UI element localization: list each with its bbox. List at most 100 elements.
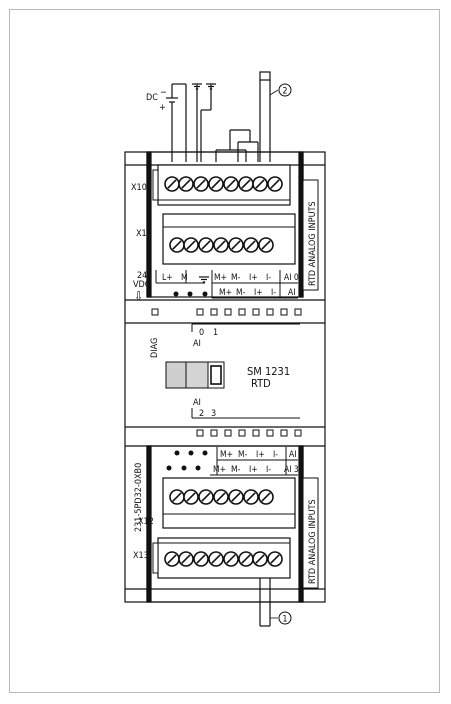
side-label-top: RTD ANALOG INPUTS [308, 201, 318, 286]
screw-terminal[interactable] [208, 176, 224, 192]
screw-terminal[interactable] [267, 551, 283, 567]
channel-2-label: 2 [199, 409, 204, 419]
ai2-mplus: M+ [220, 450, 233, 460]
terminal-dot [202, 291, 208, 297]
dc-plus: + [159, 103, 166, 113]
ai3-tag: AI 3 [284, 465, 299, 475]
terminal-block-x12 [162, 477, 296, 529]
screw-terminal[interactable] [223, 176, 239, 192]
screw-terminal[interactable] [178, 176, 194, 192]
dc-minus: − [160, 88, 167, 98]
screw-terminal[interactable] [252, 176, 268, 192]
upper-terminal-labels [155, 270, 298, 299]
side-label-bottom: RTD ANALOG INPUTS [308, 499, 318, 584]
ai0-tag: AI 0 [284, 273, 299, 283]
channel-3-label: 3 [211, 409, 216, 419]
module-housing [124, 151, 326, 603]
screw-terminal[interactable] [228, 489, 244, 505]
led [238, 308, 246, 316]
screw-terminal[interactable] [238, 551, 254, 567]
terminal-dot [188, 450, 194, 456]
screw-terminal[interactable] [164, 551, 180, 567]
connector-x12-label: X12 [138, 517, 154, 527]
ai1-tag: AI 1 [288, 288, 303, 298]
ai2-tag: AI 2 [289, 450, 304, 460]
terminal-dot [174, 450, 180, 456]
led [252, 308, 260, 316]
screw-terminal[interactable] [193, 176, 209, 192]
terminal-dot [166, 465, 172, 471]
led [252, 429, 260, 437]
screw-terminal[interactable] [198, 489, 214, 505]
ai0-iplus: I+ [249, 273, 258, 283]
screw-terminal[interactable] [223, 551, 239, 567]
screw-terminal[interactable] [164, 176, 180, 192]
screw-terminal[interactable] [258, 489, 274, 505]
terminal-dot [173, 291, 179, 297]
terminal-block-x10 [152, 164, 291, 206]
status-led-row-upper [151, 308, 302, 316]
terminal-dot [187, 291, 193, 297]
screw-terminal[interactable] [183, 237, 199, 253]
callout-2-label: 2 [282, 87, 287, 97]
screw-terminal[interactable] [238, 176, 254, 192]
ai3-mminus: M- [231, 465, 241, 475]
part-number: 231-5PD32-0XB0 [134, 463, 144, 532]
slot-icon [210, 365, 222, 385]
screw-terminal[interactable] [193, 551, 209, 567]
screw-terminal[interactable] [258, 237, 274, 253]
channel-0-label: 0 [199, 328, 204, 338]
module-type: RTD [251, 377, 271, 390]
ai3-mplus: M+ [213, 465, 226, 475]
screw-terminal[interactable] [178, 551, 194, 567]
terminal-dot [202, 450, 208, 456]
screw-terminal[interactable] [208, 551, 224, 567]
screw-terminal[interactable] [213, 237, 229, 253]
led [238, 429, 246, 437]
ai0-mplus: M+ [214, 273, 227, 283]
ground-terminal-icon [198, 276, 210, 283]
led [224, 308, 232, 316]
screw-terminal[interactable] [169, 489, 185, 505]
led [280, 429, 288, 437]
connector-x13-label: X13 [133, 551, 149, 561]
ai1-iplus: I+ [254, 288, 263, 298]
terminal-dot [195, 465, 201, 471]
led [224, 429, 232, 437]
terminal-dot [181, 465, 187, 471]
connector-x11-label: X11 [136, 229, 152, 239]
ai3-iplus: I+ [249, 465, 258, 475]
lower-terminal-labels [210, 447, 298, 476]
screw-terminal[interactable] [213, 489, 229, 505]
screw-terminal[interactable] [198, 237, 214, 253]
diag-label: DIAG [150, 338, 160, 358]
led [266, 429, 274, 437]
ai-label-lower: AI [193, 398, 201, 408]
led-ch1 [210, 308, 218, 316]
connector-x10-label: X10 [131, 183, 147, 193]
ai0-iminus: I- [266, 273, 271, 283]
supply-arrow-icon: ⇩ [134, 289, 143, 303]
callout-1 [278, 611, 292, 625]
screw-terminal[interactable] [169, 237, 185, 253]
screw-terminal[interactable] [228, 237, 244, 253]
screw-terminal[interactable] [183, 489, 199, 505]
ai0-mminus: M- [231, 273, 241, 283]
ai2-iminus: I- [273, 450, 278, 460]
dc-label: DC [146, 93, 158, 103]
supply-vdc: VDC [133, 280, 151, 290]
screw-terminal[interactable] [252, 551, 268, 567]
callout-2 [278, 83, 292, 97]
supply-24: 24 [137, 271, 147, 281]
screw-terminal[interactable] [243, 237, 259, 253]
led [266, 308, 274, 316]
rtd-sensor-cable-top [215, 71, 271, 162]
led [294, 429, 302, 437]
screw-terminal[interactable] [243, 489, 259, 505]
screw-terminal[interactable] [267, 176, 283, 192]
ai2-iplus: I+ [256, 450, 265, 460]
ai3-iminus: I- [266, 465, 271, 475]
ai2-mminus: M- [238, 450, 248, 460]
led-ch2 [196, 429, 204, 437]
